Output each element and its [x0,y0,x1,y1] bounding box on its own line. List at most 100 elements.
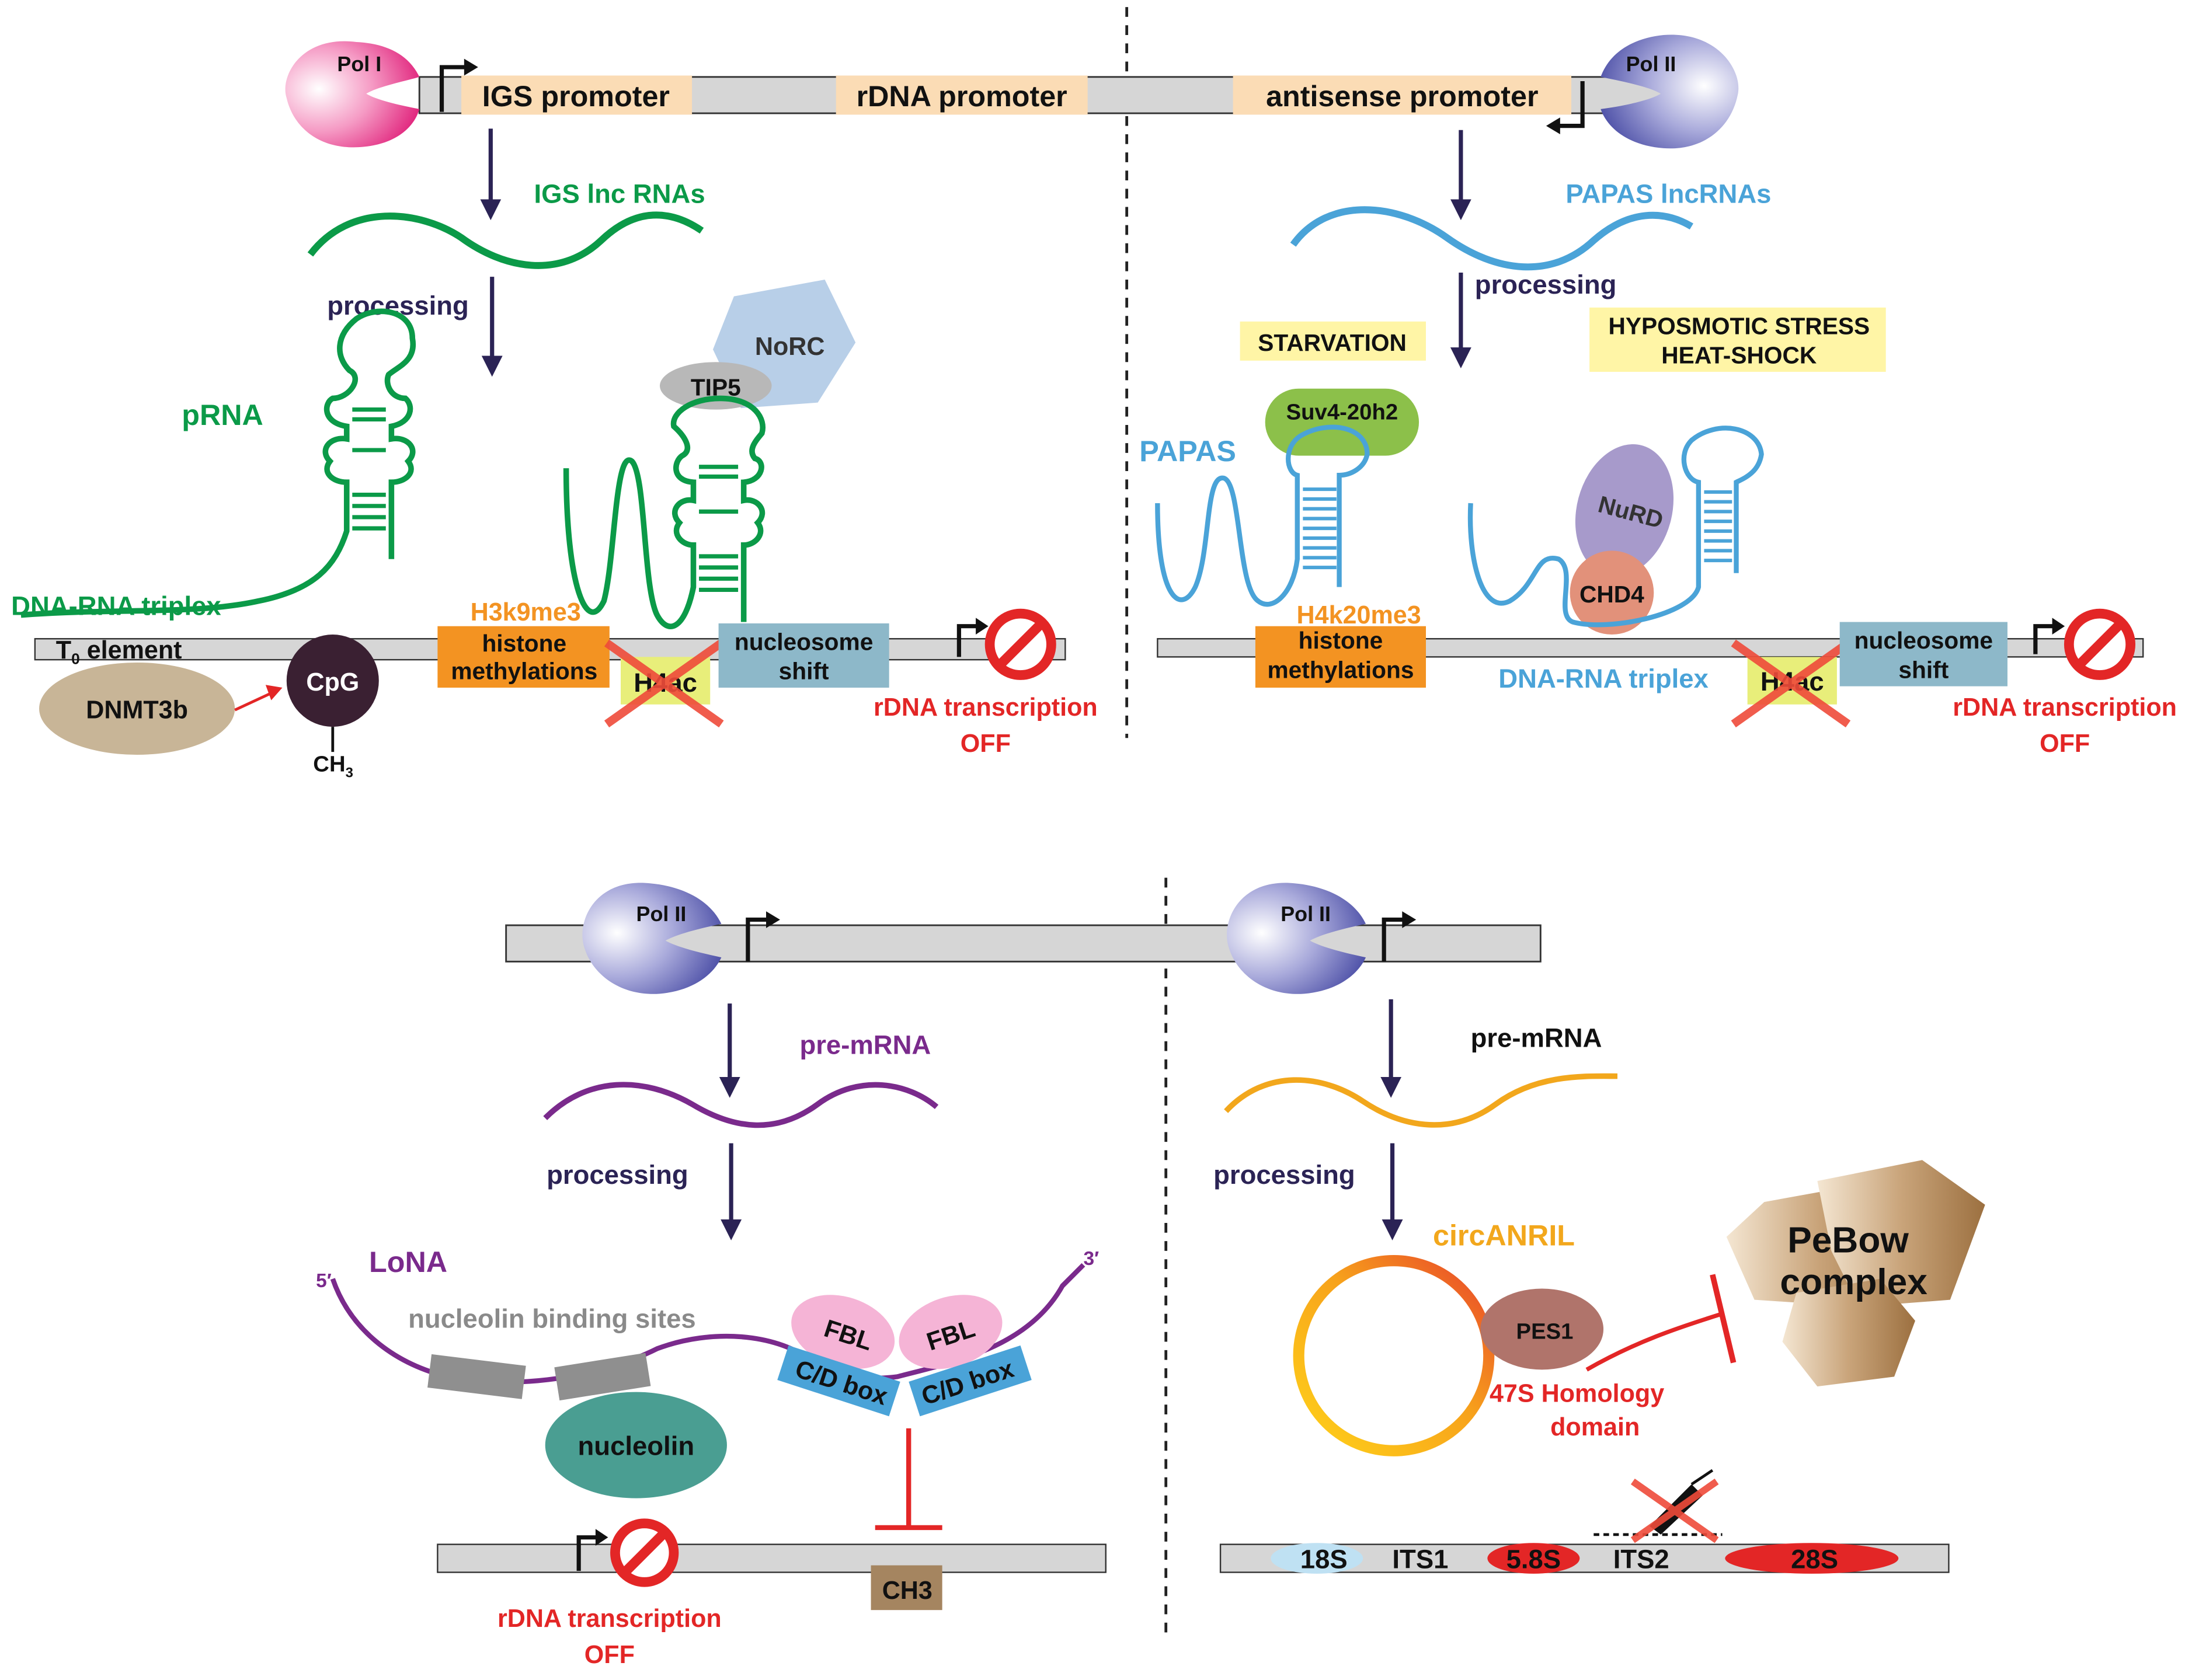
triplex-label-right: DNA-RNA triplex [1498,664,1709,693]
s18-ellipse [1271,1543,1363,1574]
dnmt3b-label: DNMT3b [86,696,188,724]
no-sign-icon-right [2064,608,2136,680]
s58-ellipse [1487,1543,1580,1574]
antisense-promoter-box [1233,75,1572,115]
t0-element-label: T0 element [56,636,182,668]
ch3-box-label: CH3 [882,1577,933,1605]
pol1-shape [285,41,420,148]
suv-pill [1265,388,1419,456]
tss-arrow-right-off [2033,624,2055,654]
rdna-bar-bottom-left [437,1543,1107,1573]
rdna-off-left-1: rDNA transcription [874,693,1098,722]
histone-right-2: methylations [1267,656,1414,683]
circanril-ring [1293,1255,1495,1456]
cpg-label: CpG [306,668,359,696]
processing-br: processing [1213,1160,1355,1190]
papas-lncrna-wave [1290,206,1693,271]
igs-lnc-label: IGS lnc RNAs [534,179,705,208]
s28-label: 28S [1791,1544,1838,1574]
inhibition-bar-pebow [1585,1274,1737,1372]
pes1-label: PES1 [1516,1319,1574,1344]
cpg-circle [286,635,379,727]
nurd-ellipse [1575,444,1674,576]
homology-label-2: domain [1550,1413,1640,1441]
papas-hairpin-right [1467,426,1764,628]
rdna-off-bottom-2: OFF [584,1641,635,1669]
histone-left-2: methylations [451,658,597,685]
suv-label: Suv4-20h2 [1286,399,1398,424]
cleavage-cross [1630,1479,1719,1543]
five-prime: 5′ [316,1270,332,1292]
hypo-box [1589,307,1886,372]
pebow-complex [1726,1160,1985,1387]
norc-label: NoRC [755,333,825,361]
tss-arrow-igs [439,65,467,112]
tss-arrow-br [1382,917,1405,962]
h4k20-label: H4k20me3 [1297,601,1421,629]
papas-label: PAPAS [1139,434,1236,468]
tss-arrow-bl [746,917,769,962]
ch3-box [871,1565,942,1611]
lona-label: LoNA [369,1245,447,1278]
histone-box-right [1255,626,1426,688]
premrna-left-label: pre-mRNA [799,1030,931,1059]
hypo-label-2: HEAT-SHOCK [1661,342,1817,369]
papas-lnc-label: PAPAS lncRNAs [1565,179,1771,208]
nucleolin-site-2 [554,1353,651,1401]
prna-label: pRNA [182,398,263,431]
rdna-promoter-label: rDNA promoter [857,79,1067,113]
histone-right-1: histone [1299,627,1383,654]
h4ac-cross-left [604,639,724,728]
nucleolin-ellipse [545,1392,727,1498]
chd4-label: CHD4 [1579,581,1644,608]
s28-ellipse [1725,1543,1899,1574]
three-prime: 3′ [1083,1248,1099,1270]
starvation-box [1240,321,1426,361]
no-sign-icon-bottom [610,1518,679,1587]
pol2-bottom-left-label: Pol II [636,902,687,926]
prna-hairpin-left [20,308,416,618]
nucleosome-box-right [1839,622,2007,686]
dnmt3b-ellipse [39,662,235,755]
pol2-bottom-right-label: Pol II [1281,902,1331,926]
its2-label: ITS2 [1613,1544,1669,1574]
nuc-left-2: shift [779,658,829,685]
h3k9-label: H3k9me3 [471,598,581,626]
tss-arrow-bl-off [576,1535,599,1571]
no-sign-icon-left [984,608,1056,680]
nucleosome-box-left [718,623,889,688]
starvation-label: STARVATION [1258,329,1407,356]
rdna-promoter-box [836,75,1088,115]
nucleolin-label: nucleolin [578,1431,695,1461]
tss-arrow-left-off [956,624,979,657]
processing-top-right: processing [1475,270,1617,299]
chd4-circle [1570,550,1654,635]
histone-left-1: histone [482,630,566,657]
nuc-right-1: nucleosome [1854,627,1993,654]
its1-label: ITS1 [1392,1544,1448,1574]
rdna-off-right-2: OFF [2040,730,2090,758]
homology-label-1: 47S Homology [1490,1379,1664,1407]
hypo-label-1: HYPOSMOTIC STRESS [1608,312,1870,339]
nucleolin-sites-label: nucleolin binding sites [408,1304,696,1334]
pol1-label: Pol I [337,52,381,76]
prna-hairpin-right [563,395,766,629]
premrna-wave-right [1224,1073,1618,1128]
rdna-off-bottom-1: rDNA transcription [497,1605,722,1633]
triplex-label-left: DNA-RNA triplex [11,591,221,621]
fbl-ellipse-2 [899,1295,1003,1369]
papas-hairpin-left [1155,424,1370,607]
pes1-ellipse [1480,1288,1604,1370]
premrna-right-label: pre-mRNA [1471,1023,1602,1052]
nucleolin-site-1 [427,1354,526,1399]
pol2-top-shape [1600,34,1739,149]
s18-label: 18S [1300,1544,1348,1574]
premrna-wave-left [543,1082,939,1128]
processing-bl: processing [547,1160,688,1190]
s58-label: 5.8S [1506,1544,1561,1574]
antisense-promoter-label: antisense promoter [1266,79,1538,113]
inhibition-bar-lona [875,1428,942,1531]
rdna-off-left-2: OFF [961,730,1011,758]
